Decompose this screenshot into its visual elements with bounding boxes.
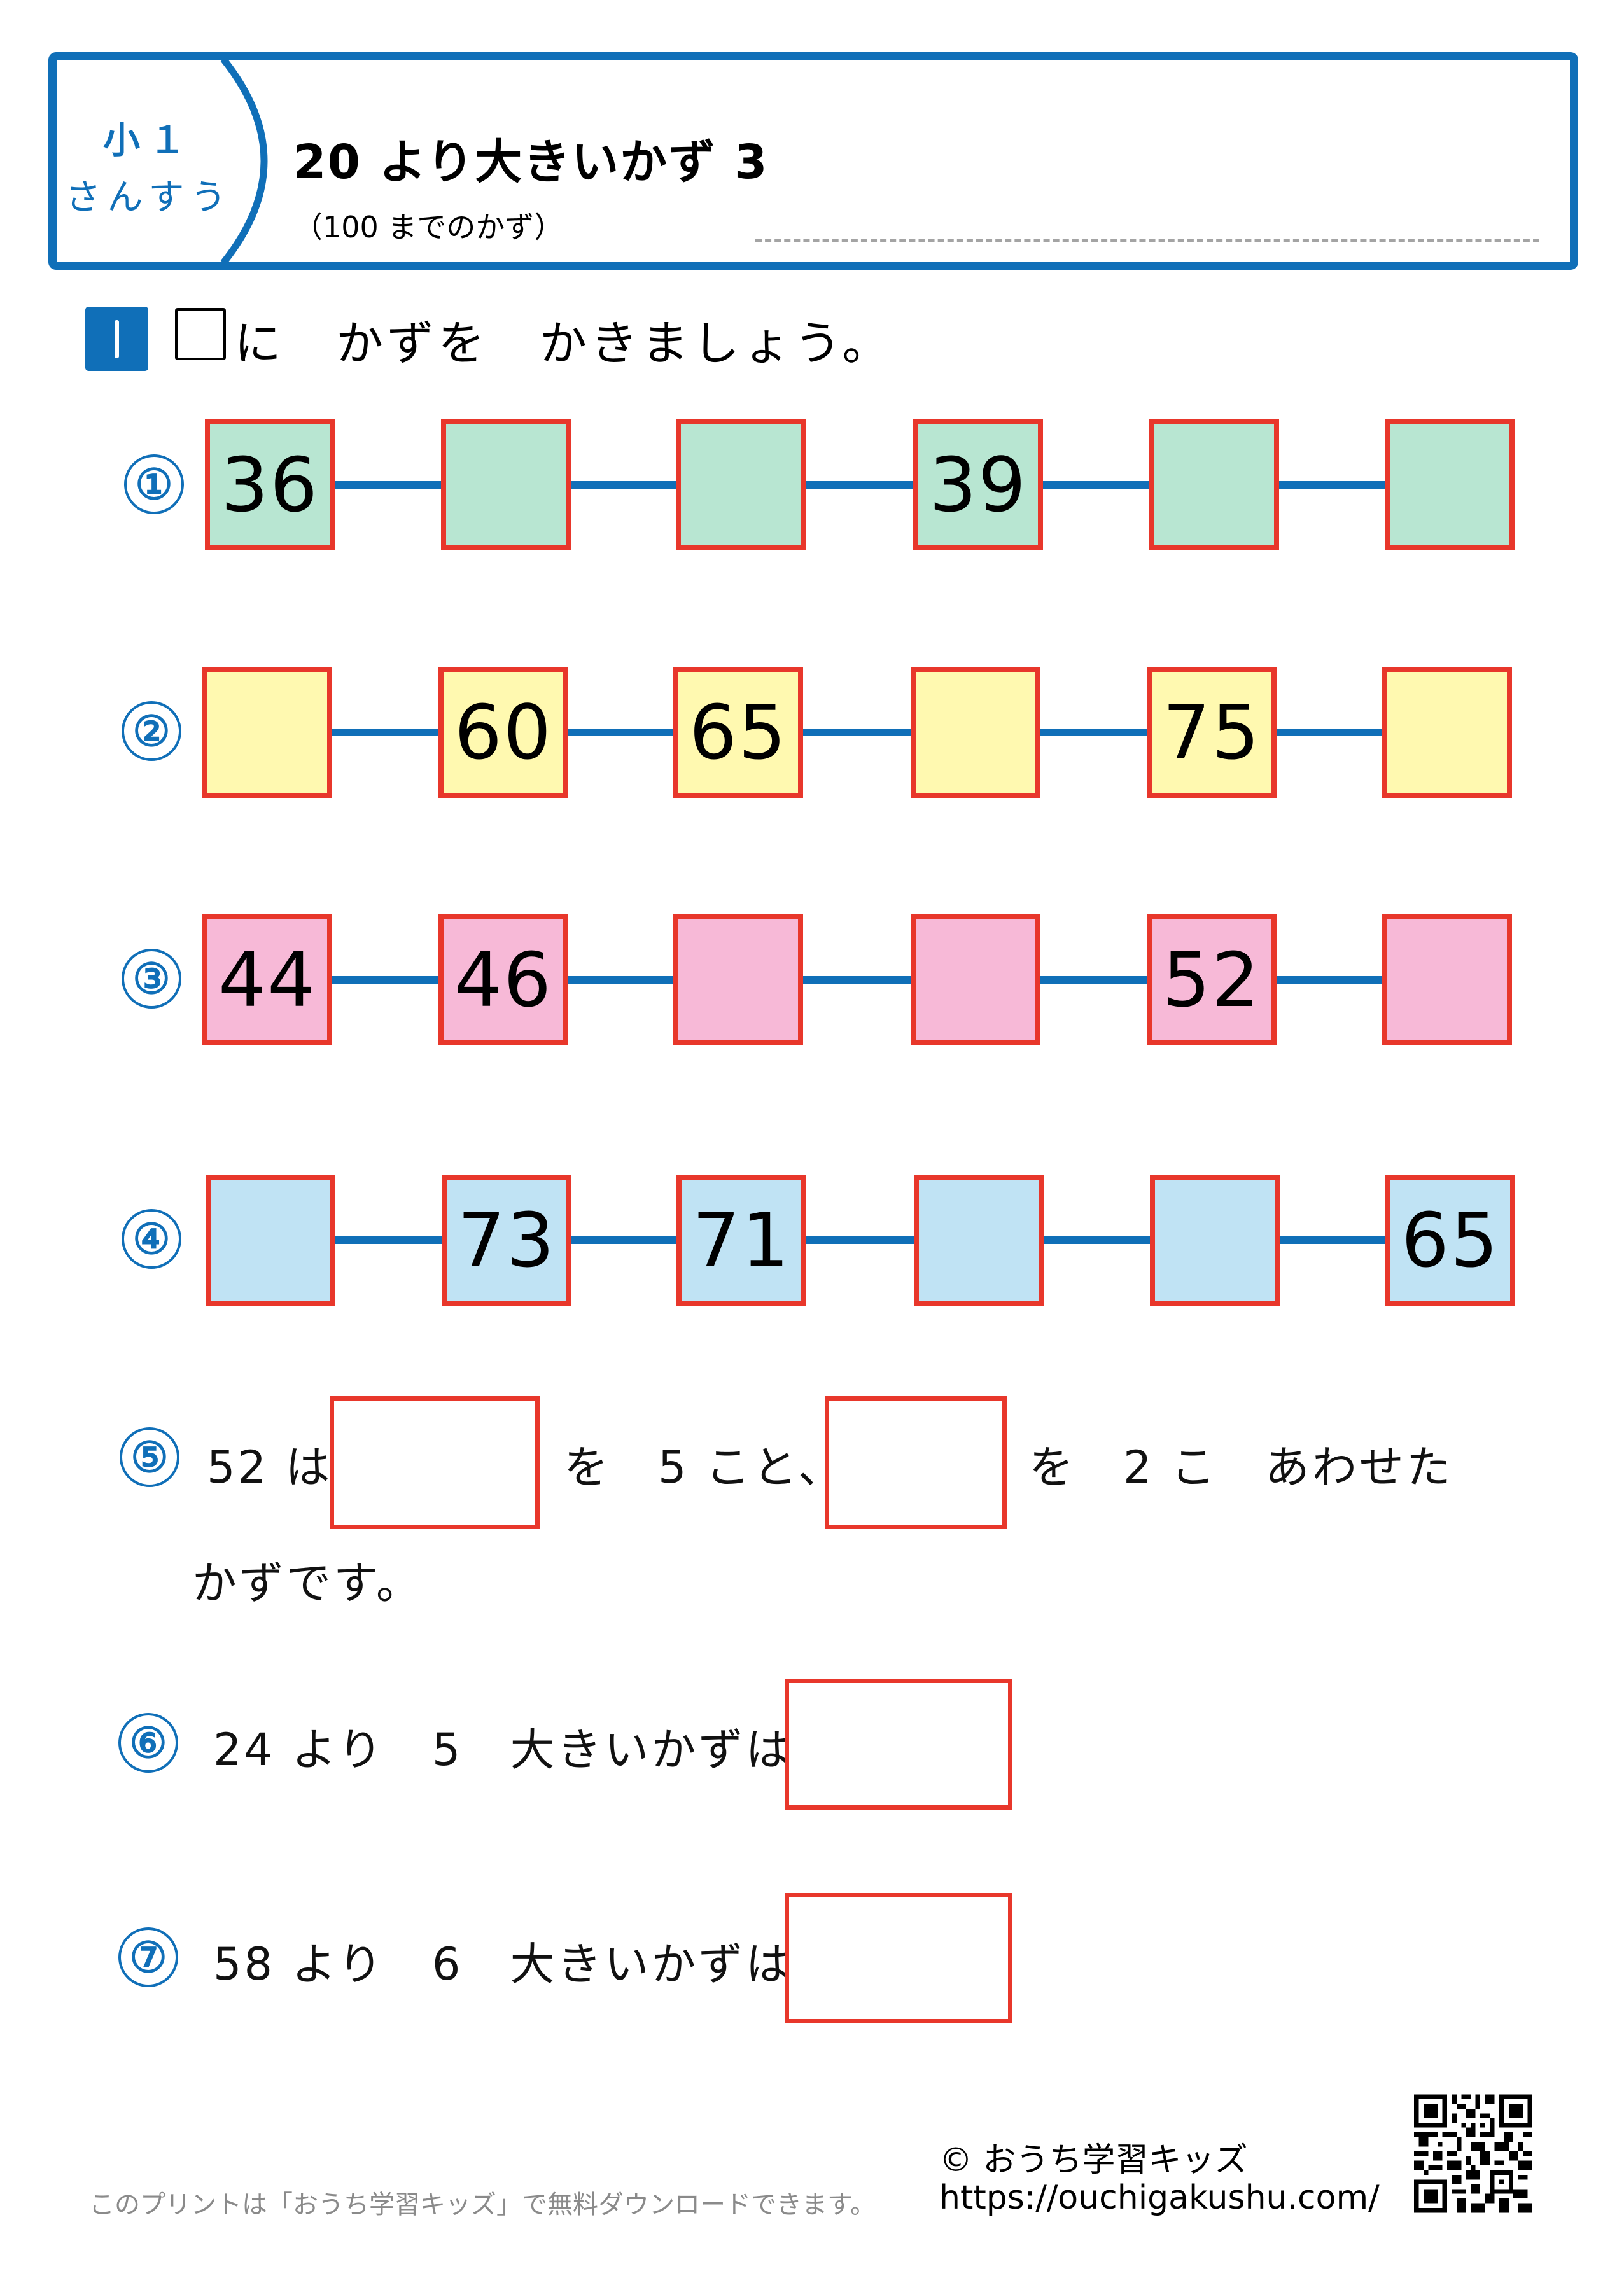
q5-answer-box-tens[interactable] — [330, 1396, 540, 1529]
answer-box[interactable] — [911, 914, 1040, 1045]
number-box: 44 — [202, 914, 332, 1045]
empty-box-icon — [175, 308, 226, 360]
q6-text: 24 より 5 大きいかずは — [213, 1724, 793, 1776]
answer-box[interactable] — [1382, 914, 1512, 1045]
answer-box[interactable] — [202, 667, 332, 798]
number-box: 46 — [438, 914, 568, 1045]
q6-answer-box[interactable] — [785, 1679, 1012, 1810]
answer-box[interactable] — [673, 914, 803, 1045]
grade-label: 小１ — [102, 118, 195, 162]
instruction-text: に かずを かきましょう。 — [234, 316, 893, 371]
footer-copyright: © おうち学習キッズ — [939, 2141, 1248, 2179]
answer-box[interactable] — [441, 419, 571, 550]
section-number-badge — [85, 307, 148, 371]
question-number-2: ② — [122, 701, 181, 761]
question-number-3: ③ — [122, 949, 181, 1009]
answer-box[interactable] — [1385, 419, 1515, 550]
worksheet-header: 小１ さんすう 20 より大きいかず 3 （100 までのかず） — [48, 52, 1578, 270]
sequence-row-1: 36 39 — [0, 419, 1624, 550]
section-number-glyph — [115, 319, 119, 358]
q5-text-part4: かずです。 — [192, 1557, 423, 1609]
question-number-7: ⑦ — [118, 1927, 178, 1987]
q7-text: 58 より 6 大きいかずは — [213, 1938, 793, 1990]
sequence-row-3: 44 46 52 — [0, 914, 1624, 1045]
number-box: 65 — [1385, 1175, 1515, 1306]
qr-code-icon[interactable] — [1414, 2093, 1532, 2214]
q7-answer-box[interactable] — [785, 1893, 1012, 2023]
sequence-row-2: 60 65 75 — [0, 667, 1624, 798]
answer-box[interactable] — [911, 667, 1040, 798]
question-number-5: ⑤ — [120, 1427, 179, 1487]
page-title: 20 より大きいかず 3 — [293, 135, 769, 190]
header-divider-curve — [220, 60, 268, 262]
number-box: 75 — [1147, 667, 1277, 798]
q5-text-part1: 52 は — [207, 1441, 333, 1493]
footer-url-link[interactable]: https://ouchigakushu.com/ — [939, 2179, 1380, 2217]
question-number-6: ⑥ — [118, 1713, 178, 1773]
footer-note: このプリントは「おうち学習キッズ」で無料ダウンロードできます。 — [89, 2190, 876, 2219]
number-box: 36 — [205, 419, 335, 550]
q5-answer-box-ones[interactable] — [825, 1396, 1007, 1529]
answer-box[interactable] — [1382, 667, 1512, 798]
answer-box[interactable] — [206, 1175, 335, 1306]
page-subtitle: （100 までのかず） — [293, 210, 564, 244]
q5-text-part3: を 2 こ あわせた — [1029, 1441, 1453, 1493]
answer-box[interactable] — [1149, 419, 1279, 550]
answer-box[interactable] — [914, 1175, 1044, 1306]
sequence-row-4: 73 71 65 — [0, 1175, 1624, 1306]
number-box: 52 — [1147, 914, 1277, 1045]
answer-box[interactable] — [676, 419, 806, 550]
question-number-1: ① — [124, 454, 184, 514]
q5-text-part2: を 5 こと、 — [564, 1441, 845, 1493]
answer-box[interactable] — [1150, 1175, 1280, 1306]
name-write-line[interactable] — [755, 239, 1539, 242]
number-box: 60 — [438, 667, 568, 798]
number-box: 65 — [673, 667, 803, 798]
number-box: 73 — [442, 1175, 571, 1306]
number-box: 39 — [913, 419, 1043, 550]
number-box: 71 — [676, 1175, 806, 1306]
question-number-4: ④ — [122, 1209, 181, 1269]
subject-label: さんすう — [65, 177, 233, 218]
